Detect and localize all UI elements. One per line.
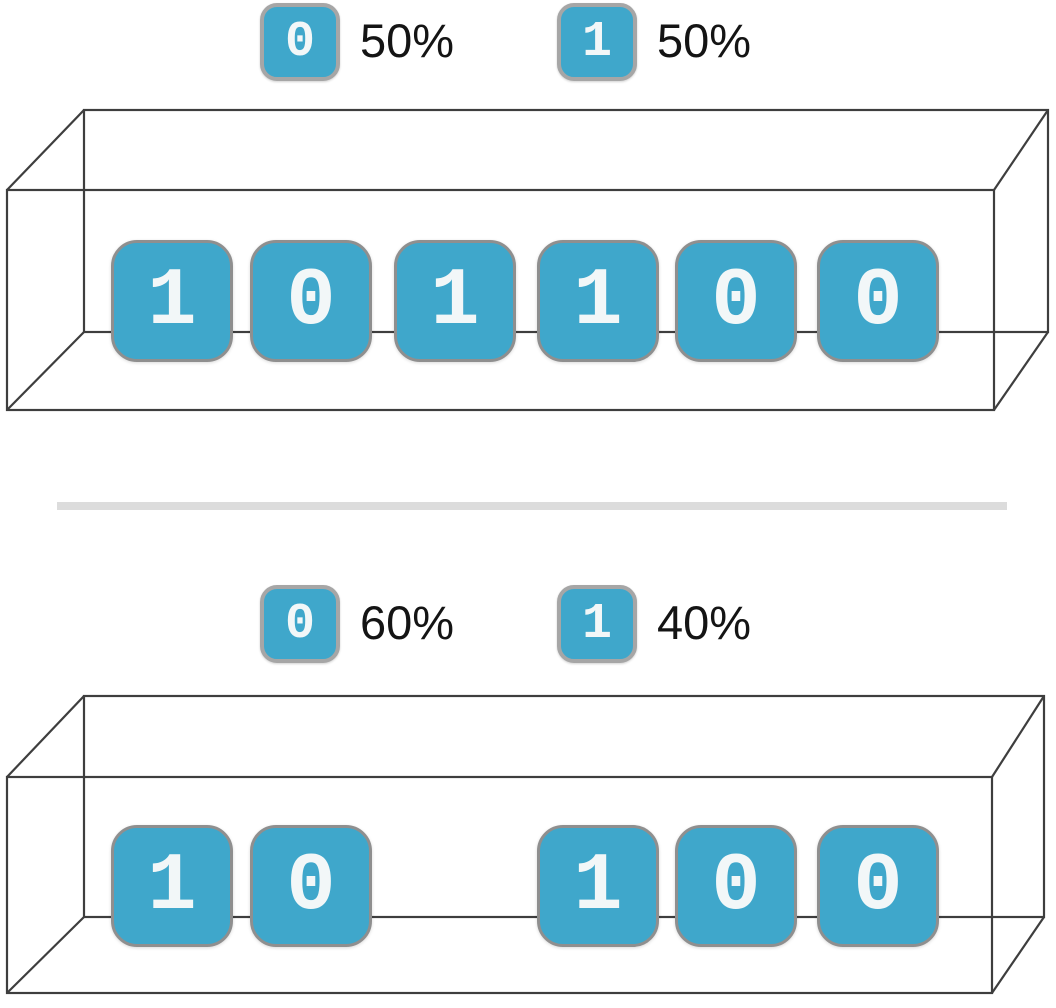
bit-tile: 1 (537, 240, 659, 362)
bit-tile: 1 (111, 825, 233, 947)
legend-item-zero: 0 50% (260, 2, 454, 82)
bit-tile: 0 (817, 240, 939, 362)
legend-percent-one: 40% (657, 595, 752, 649)
bit-tile: 0 (675, 240, 797, 362)
legend-tile-zero: 0 (260, 585, 340, 663)
legend-item-one: 1 40% (557, 584, 751, 664)
bit-tile: 0 (250, 240, 372, 362)
bit-tile: 1 (537, 825, 659, 947)
bit-tile: 1 (394, 240, 516, 362)
legend-percent-zero: 60% (360, 595, 455, 649)
legend-tile-zero: 0 (260, 3, 340, 81)
legend-tile-one: 1 (557, 3, 637, 81)
bit-tile: 0 (675, 825, 797, 947)
legend-item-one: 1 50% (557, 2, 751, 82)
bit-tile: 0 (817, 825, 939, 947)
section-divider (57, 502, 1007, 510)
bit-tile: 0 (250, 825, 372, 947)
legend-percent-zero: 50% (360, 13, 455, 67)
legend-tile-one: 1 (557, 585, 637, 663)
bit-tile: 1 (111, 240, 233, 362)
legend-percent-one: 50% (657, 13, 752, 67)
legend-item-zero: 0 60% (260, 584, 454, 664)
